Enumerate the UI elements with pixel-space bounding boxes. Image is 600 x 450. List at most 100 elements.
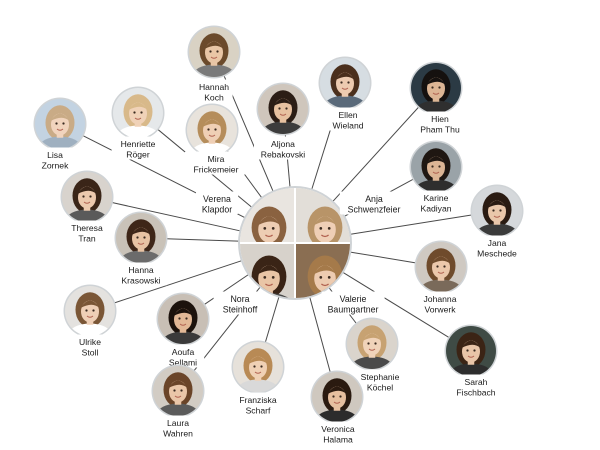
- shoulders-shape: [419, 279, 463, 292]
- person-ellen-wieland-label-line: Ellen: [338, 110, 357, 120]
- face-shape: [363, 333, 381, 356]
- person-aoufa-sellami-label-bg: [161, 344, 205, 368]
- eye-dot: [492, 209, 495, 212]
- person-henriette-roeger-label-line: Henriette: [121, 139, 156, 149]
- person-jana-meschede-label-line: Meschede: [477, 248, 517, 258]
- person-henriette-roeger-label-bg: [111, 136, 165, 160]
- face-shape: [432, 256, 450, 279]
- face-shape: [427, 156, 445, 179]
- eye-dot: [466, 349, 469, 352]
- fringe-shape: [426, 156, 446, 164]
- eye-dot: [82, 195, 85, 198]
- eye-dot: [143, 236, 146, 239]
- link-veronica-halama: [308, 294, 331, 374]
- link-aoufa-sellami: [203, 272, 252, 306]
- photo-franziska-scharf: [233, 342, 283, 392]
- fringe-shape: [273, 98, 293, 106]
- fringe-shape: [257, 265, 281, 275]
- person-hanna-krasowski-label-bg: [114, 262, 168, 286]
- smile-stroke: [174, 395, 182, 398]
- face-shape: [81, 300, 99, 323]
- person-jana-meschede-label-line: Jana: [488, 238, 507, 248]
- person-hannah-koch-label-line: Koch: [204, 92, 224, 102]
- fringe-shape: [131, 227, 151, 235]
- fringe-shape: [173, 308, 193, 316]
- face-shape: [174, 308, 192, 331]
- eye-dot: [214, 128, 217, 131]
- person-jana-meschede-label-bg: [473, 235, 521, 259]
- person-laura-wahren-label-line: Wahren: [163, 428, 193, 438]
- face-shape: [51, 113, 69, 136]
- eye-dot: [339, 395, 342, 398]
- fringe-shape: [248, 356, 268, 364]
- smile-stroke: [83, 201, 91, 204]
- photo-stephanie-koechel: [347, 319, 397, 369]
- fringe-shape: [461, 340, 481, 348]
- eye-dot: [438, 86, 441, 89]
- person-hanna-krasowski-label-line: Krasowski: [121, 275, 160, 285]
- fringe-shape: [202, 119, 222, 127]
- person-stephanie-koechel-label-bg: [353, 369, 407, 393]
- center-nora-steinhoff-label-bg: [213, 291, 267, 315]
- person-ellen-wieland-label-line: Wieland: [332, 120, 363, 130]
- smile-stroke: [321, 283, 329, 287]
- center-valerie-baumgartner-label-line: Baumgartner: [328, 304, 379, 314]
- photo-veronica-halama: [312, 372, 362, 422]
- person-ulrike-stoll-label-line: Stoll: [82, 347, 99, 357]
- center-anja-schwenzfeier-label-bg: [339, 191, 409, 215]
- eye-dot: [209, 50, 212, 53]
- face-shape: [169, 380, 187, 403]
- smile-stroke: [432, 171, 440, 174]
- face-shape: [488, 200, 506, 223]
- smile-stroke: [134, 117, 142, 120]
- person-johanna-vorwerk-label-line: Vorwerk: [424, 304, 456, 314]
- shoulders-shape: [192, 64, 236, 77]
- smile-stroke: [86, 315, 94, 318]
- person-ulrike-stoll-label-line: Ulrike: [79, 337, 101, 347]
- shoulders-shape: [475, 223, 519, 236]
- eye-dot: [443, 265, 446, 268]
- eye-dot: [173, 389, 176, 392]
- person-hanna-krasowski-label-line: Hanna: [128, 265, 154, 275]
- person-stephanie-koechel-label-line: Stephanie: [361, 372, 400, 382]
- eye-dot: [431, 165, 434, 168]
- shoulders-shape: [119, 250, 163, 263]
- smile-stroke: [368, 348, 376, 351]
- eye-dot: [436, 265, 439, 268]
- eye-dot: [253, 365, 256, 368]
- eye-dot: [178, 317, 181, 320]
- person-johanna-vorwerk-label-line: Johanna: [424, 294, 457, 304]
- eye-dot: [473, 349, 476, 352]
- shoulders-shape: [350, 356, 394, 369]
- eye-dot: [327, 276, 331, 279]
- eye-dot: [85, 309, 88, 312]
- person-hannah-koch-label-line: Hannah: [199, 82, 229, 92]
- photo-johanna-vorwerk: [416, 242, 466, 292]
- photo-theresa-tran: [62, 172, 112, 222]
- person-veronica-halama-label-line: Veronica: [321, 424, 355, 434]
- eye-dot: [133, 111, 136, 114]
- smile-stroke: [265, 283, 273, 287]
- hub-photo-verena-klapdor: [240, 188, 294, 242]
- eye-dot: [263, 276, 267, 279]
